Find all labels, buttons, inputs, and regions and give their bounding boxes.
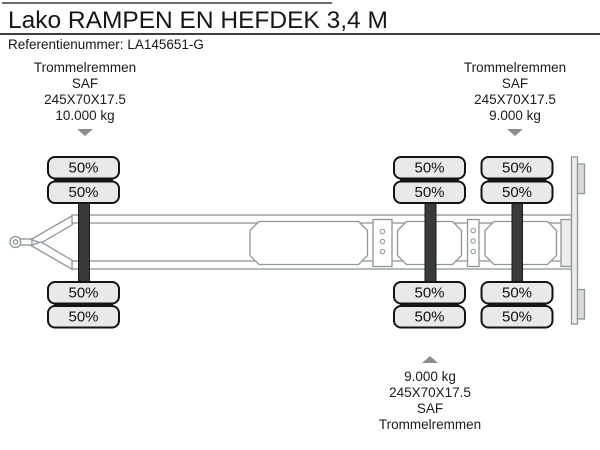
tire-wear-label: 50% [414,160,444,177]
bolt-hole [470,248,477,255]
bolt-hole [470,227,477,234]
drawbar-shaft [19,238,33,246]
reference-label: Referentienummer: [8,37,124,52]
axle-load-label: 9.000 kg [489,108,541,123]
axle-brand-label: SAF [501,76,529,91]
brake-type-label: Trommelremmen [33,60,137,75]
tire [480,156,554,180]
tire [480,281,554,305]
axle-brand-label: SAF [71,76,99,91]
drawbar-arm-lower [29,241,74,271]
crossmember-2 [466,218,480,268]
tire-wear-label: 50% [68,184,98,201]
axle-dimension-label: 245X70X17.5 [389,385,471,400]
tire-wear-label: 50% [502,160,532,177]
tire [47,281,120,305]
axle-load-label: 10.000 kg [55,108,115,123]
axle-1-tires: 50% 50% 50% 50% [47,156,120,329]
brake-type-label: Trommelremmen [378,417,482,432]
bolt-hole [470,238,477,244]
arrow-down-icon [77,129,93,136]
axle-dimension-label: 245X70X17.5 [44,92,126,107]
arrow-down-icon [507,129,523,136]
drawbar [9,214,74,271]
bolt-hole [379,248,386,255]
page-title: Lako RAMPEN EN HEFDEK 3,4 M [8,7,388,34]
tire-wear-label: 50% [68,309,98,326]
axle-annotation-rear: Trommelremmen SAF 245X70X17.5 9.000 kg [430,60,600,140]
tire-wear-label: 50% [502,285,532,302]
rear-ramp-hinge-bottom [576,288,586,320]
tire [47,305,120,329]
bolt-hole [379,238,386,245]
tire [47,180,120,204]
tire [393,156,466,180]
tire-wear-label: 50% [502,184,532,201]
rear-ramp-hinge-top [576,163,586,195]
tire [393,281,466,305]
tire [393,180,466,204]
rear-bumper-bar [570,156,579,325]
top-rule [2,2,332,4]
axle-brand-label: SAF [416,401,444,416]
reference-number: Referentienummer: LA145651-G [8,37,204,52]
axle-annotation-middle: 9.000 kg 245X70X17.5 SAF Trommelremmen [345,353,515,433]
tire [480,180,554,204]
title-divider [0,33,600,35]
tire-wear-label: 50% [414,285,444,302]
tire [480,305,554,329]
tire-wear-label: 50% [502,309,532,326]
arrow-up-icon [422,356,438,363]
axle-dimension-label: 245X70X17.5 [474,92,556,107]
tire-wear-label: 50% [68,160,98,177]
rear-crossmember [560,218,573,268]
tire-wear-label: 50% [414,309,444,326]
reference-value: LA145651-G [127,37,204,52]
axle-3-tires: 50% 50% 50% 50% [480,156,554,329]
deck-panel-1 [249,220,369,266]
brake-type-label: Trommelremmen [463,60,567,75]
tire [47,156,120,180]
bolt-hole [379,228,386,235]
tire-wear-label: 50% [68,285,98,302]
tow-eye-hole [12,239,19,245]
axle-annotation-front: Trommelremmen SAF 245X70X17.5 10.000 kg [0,60,170,140]
axle-load-label: 9.000 kg [404,369,456,384]
crossmember-1 [372,218,393,268]
tire-wear-label: 50% [414,184,444,201]
drawbar-arm-upper [29,214,74,244]
axle-2-tires: 50% 50% 50% 50% [393,156,466,329]
tire [393,305,466,329]
